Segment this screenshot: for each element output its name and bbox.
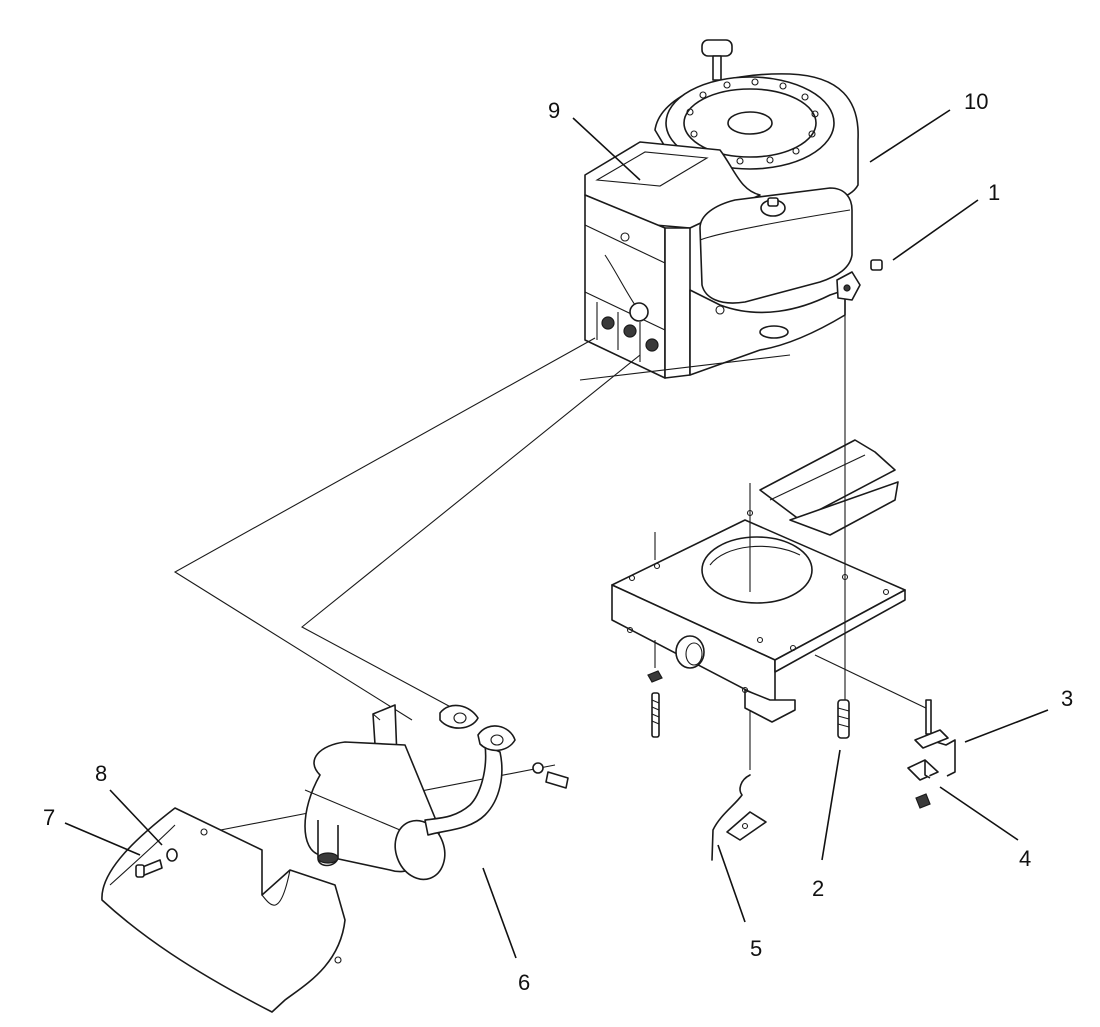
callout-1: 1	[988, 180, 1000, 205]
callout-2: 2	[812, 876, 824, 901]
callout-leaders	[64, 109, 1049, 959]
callout-9: 9	[548, 98, 560, 123]
bolt-2	[837, 699, 850, 739]
callout-6: 6	[518, 970, 530, 995]
callout-4: 4	[1019, 846, 1031, 871]
screw-7	[135, 859, 163, 878]
callout-10: 10	[964, 89, 988, 114]
bracket-4	[907, 759, 939, 809]
callout-7: 7	[43, 805, 55, 830]
washer-8	[166, 848, 178, 862]
muffler-assembly	[304, 704, 569, 881]
callout-3: 3	[1061, 686, 1073, 711]
heat-shield	[101, 807, 346, 1013]
engine-mounting-plate	[611, 300, 931, 770]
callout-8: 8	[95, 761, 107, 786]
mount-bolt-left	[647, 670, 663, 738]
engine-assembly	[584, 39, 883, 379]
cable-clip-5	[711, 774, 767, 861]
callout-5: 5	[750, 936, 762, 961]
clip-3	[914, 699, 956, 777]
